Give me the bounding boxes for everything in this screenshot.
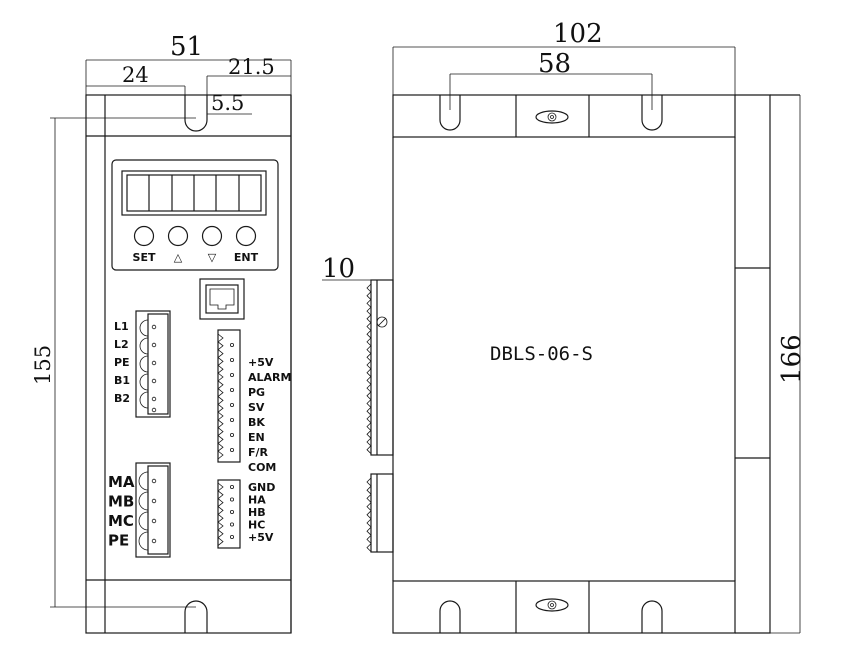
dim-58-label: 58	[538, 49, 571, 79]
terminal-label: F/R	[248, 446, 269, 459]
side-bottom-flange	[392, 580, 736, 634]
terminal-label: L2	[114, 338, 129, 351]
terminal-label: +5V	[248, 531, 274, 544]
terminal-label: HC	[248, 519, 265, 532]
led-display	[121, 170, 267, 216]
terminal-label: MB	[108, 493, 134, 511]
up-label: △	[174, 251, 183, 264]
terminal-label: PG	[248, 386, 265, 399]
ent-label: ENT	[234, 251, 259, 264]
set-label: SET	[133, 251, 156, 264]
terminal-label: BK	[248, 416, 265, 429]
dim-21-5-label: 21.5	[228, 55, 275, 79]
front-bottom-slot	[184, 600, 208, 633]
side-top-slot-right	[641, 95, 663, 131]
down-button[interactable]	[201, 225, 223, 247]
dim-166-label: 166	[777, 334, 807, 384]
keypad-panel	[111, 159, 279, 271]
terminal-label: +5V	[248, 356, 274, 369]
terminal-label: B1	[114, 374, 130, 387]
side-top-flange	[392, 94, 736, 138]
model-label: DBLS-06-S	[490, 343, 593, 365]
terminal-label: SV	[248, 401, 265, 414]
up-button[interactable]	[167, 225, 189, 247]
side-bottom-screw	[535, 598, 569, 612]
side-view: 102 58 10 166 DBLS-06-S	[322, 19, 807, 634]
terminal-label: GND	[248, 481, 275, 494]
set-button[interactable]	[133, 225, 155, 247]
control-terminal-block: +5V ALARM PG SV BK EN F/R COM	[217, 329, 291, 474]
rj45-port	[199, 278, 245, 320]
terminal-label: L1	[114, 320, 129, 333]
side-bottom-slot-right	[641, 600, 663, 633]
terminal-label: HA	[248, 494, 266, 507]
side-terminal-lower	[366, 473, 394, 553]
terminal-label: B2	[114, 392, 130, 405]
side-top-slot-left	[439, 95, 461, 131]
terminal-label: MC	[108, 512, 134, 530]
terminal-label: PE	[108, 532, 129, 550]
dim-51-label: 51	[170, 32, 203, 62]
side-bottom-slot-left	[439, 600, 461, 633]
dim-102-label: 102	[553, 19, 603, 49]
side-terminal-upper	[366, 279, 394, 456]
side-heatsink	[735, 94, 771, 634]
terminal-label: HB	[248, 506, 266, 519]
terminal-label: EN	[248, 431, 265, 444]
terminal-label: MA	[108, 473, 135, 491]
terminal-label: ALARM	[248, 371, 291, 384]
terminal-label: PE	[114, 356, 130, 369]
front-view: 51 24 21.5 5.5 155 SET △ ▽ ENT	[31, 32, 292, 634]
terminal-label: COM	[248, 461, 276, 474]
dim-24-label: 24	[122, 63, 149, 87]
front-top-slot	[184, 95, 208, 132]
ent-button[interactable]	[235, 225, 257, 247]
dim-10-label: 10	[322, 254, 355, 284]
dim-5-5-label: 5.5	[211, 91, 244, 115]
side-top-screw	[535, 110, 569, 124]
dim-155-label: 155	[31, 345, 55, 385]
down-label: ▽	[208, 251, 217, 264]
